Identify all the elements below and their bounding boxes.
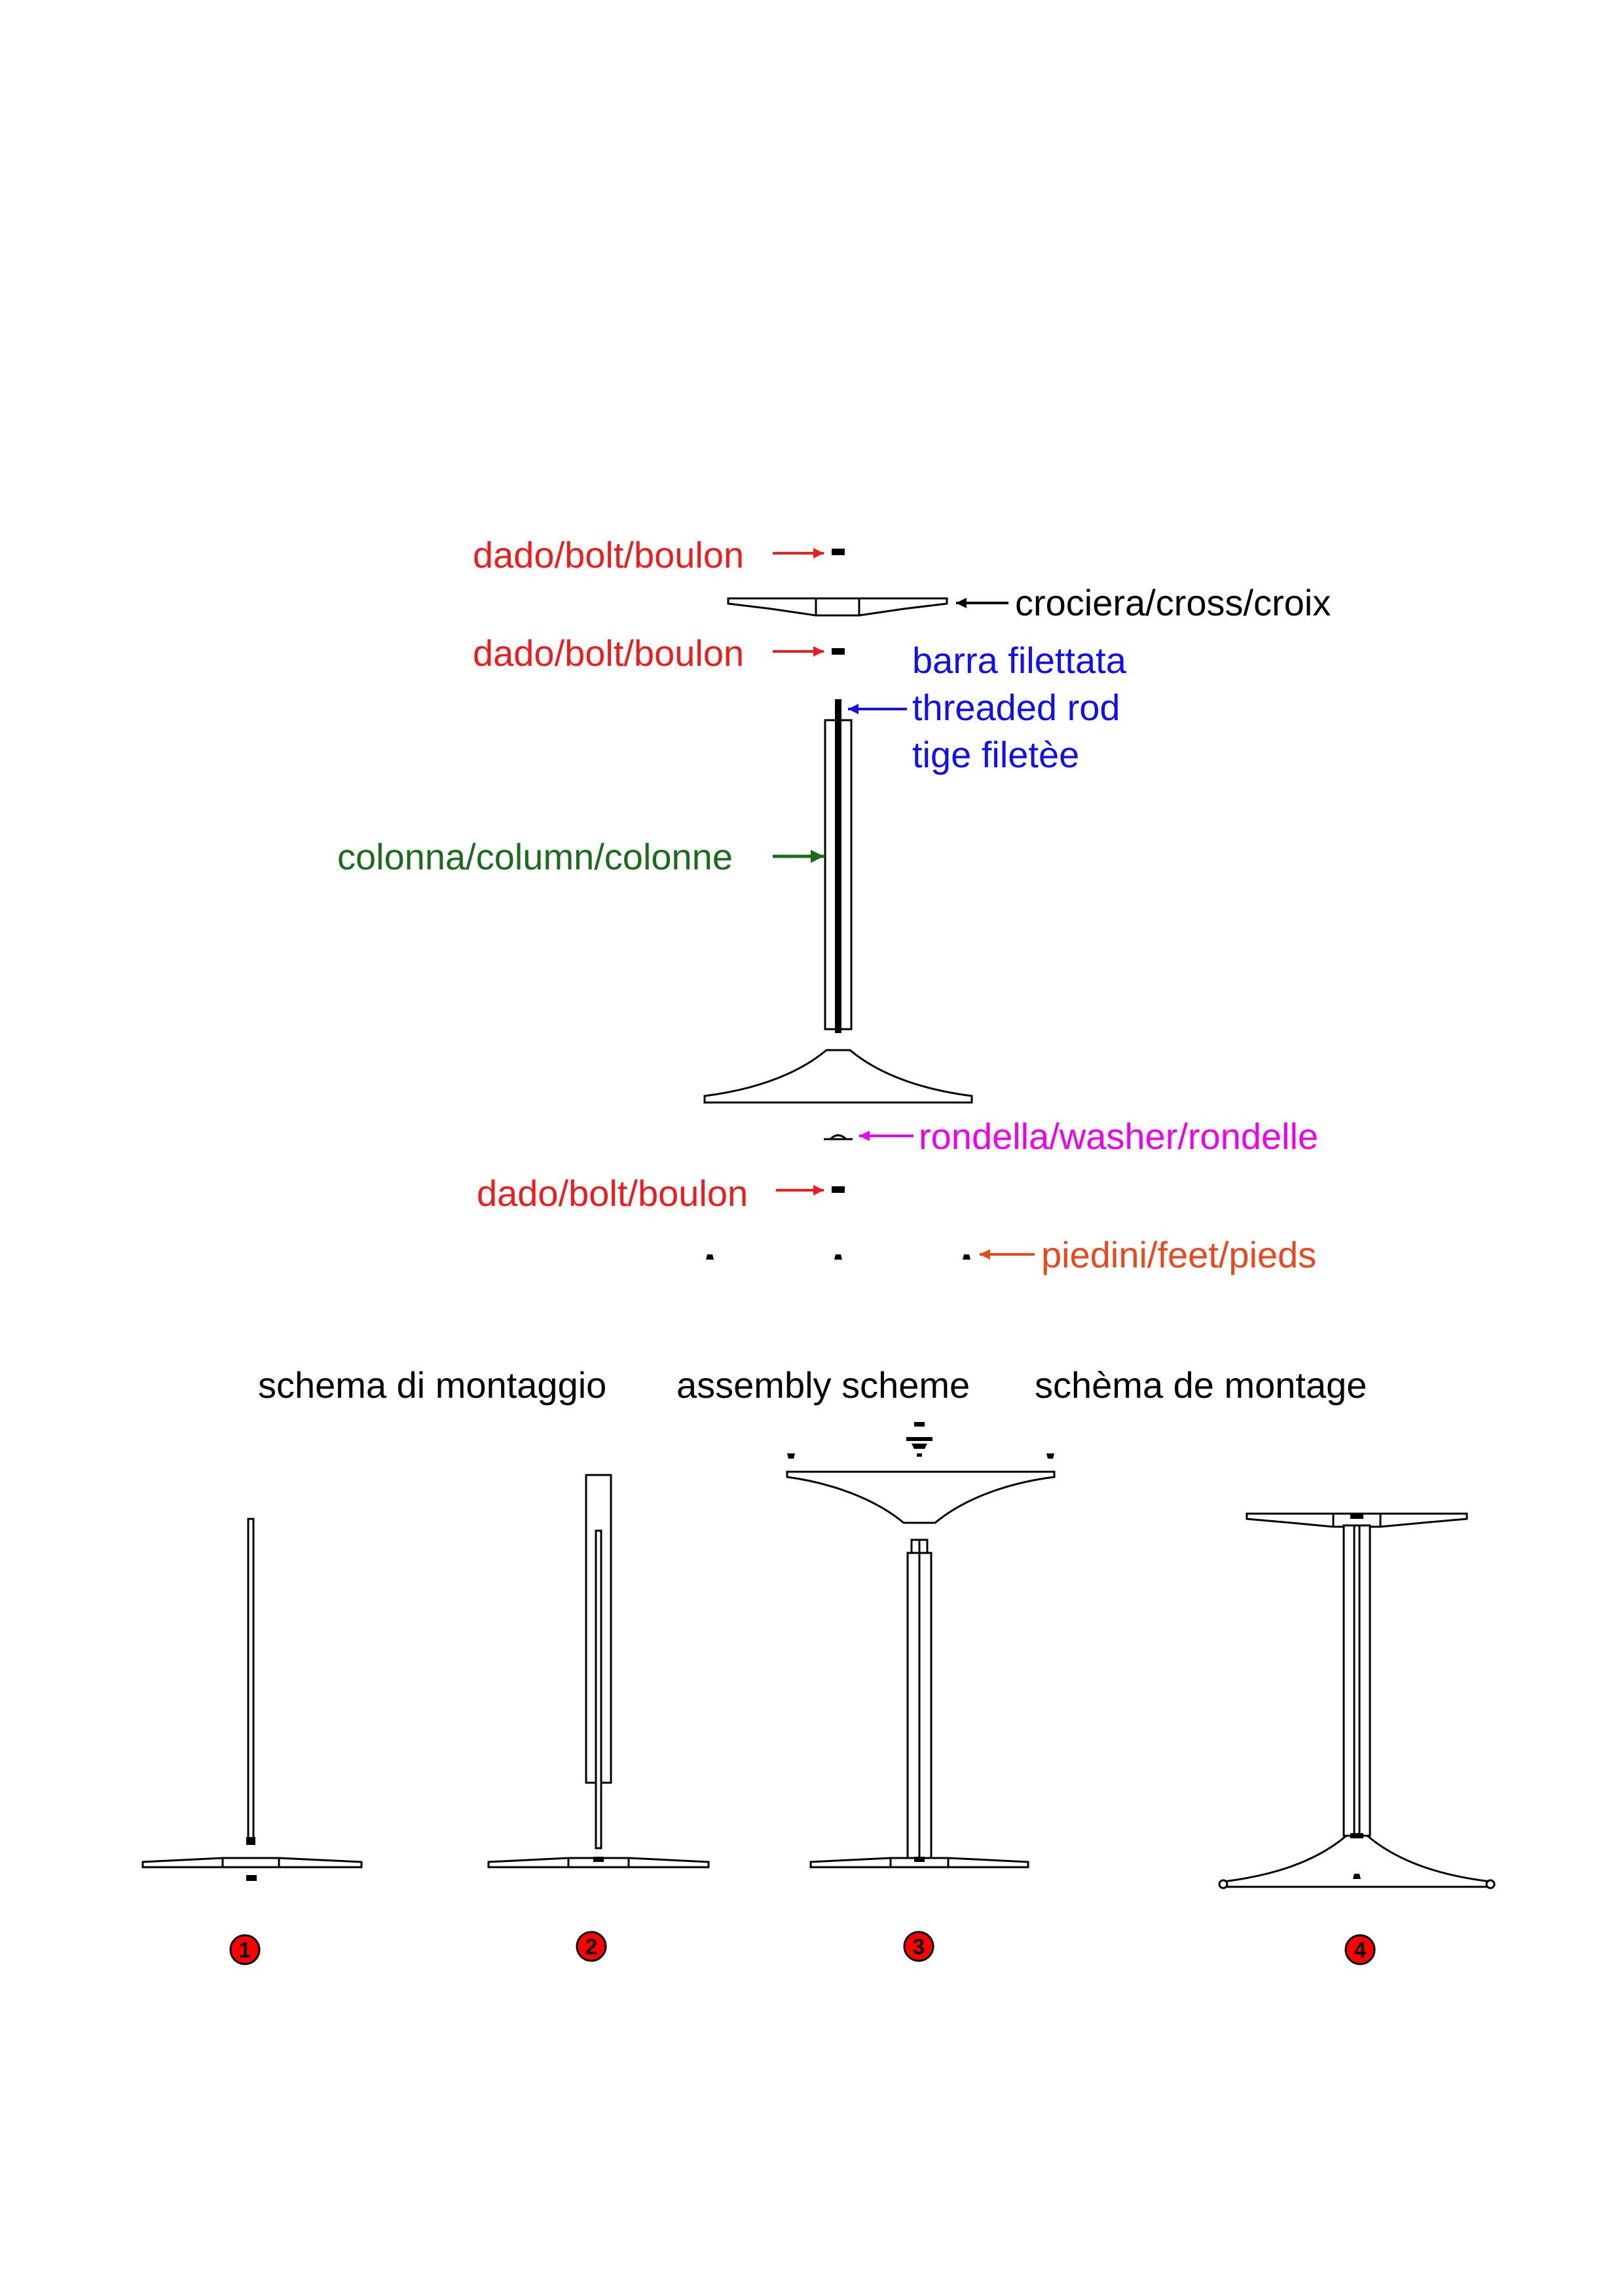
step-2-number: 2: [585, 1935, 598, 1959]
assembly-title: schema di montaggio assembly scheme schè…: [258, 1364, 1367, 1406]
step-badge-4: 4: [1344, 1934, 1376, 1965]
middle-bolt-part: [832, 648, 845, 655]
foot-part-center: [834, 1254, 842, 1260]
feet-label: piedini/feet/pieds: [1041, 1234, 1316, 1275]
top-bolt-label: dado/bolt/boulon: [473, 534, 744, 575]
threaded-rod-part: [835, 699, 841, 1033]
cross-part: [727, 597, 948, 617]
step-1-drawing: [141, 1518, 363, 1881]
assembly-title-fr: schèma de montage: [1035, 1364, 1367, 1406]
step-badge-1: 1: [229, 1934, 261, 1965]
step-badge-2: 2: [576, 1931, 607, 1962]
step-1-number: 1: [239, 1938, 251, 1963]
bottom-bolt-part: [832, 1186, 845, 1193]
foot-part-right: [963, 1254, 970, 1260]
rod-label-line3: tige filetèe: [912, 734, 1079, 775]
middle-bolt-label: dado/bolt/boulon: [473, 632, 744, 674]
step-3-drawing: [786, 1422, 1056, 1868]
step-2-circle: [576, 1931, 607, 1962]
step-4-number: 4: [1354, 1938, 1367, 1963]
washer-part: [824, 1134, 853, 1140]
step-4-drawing: [1218, 1512, 1496, 1889]
step-4-circle: [1344, 1934, 1376, 1965]
step-3-base-inverted: [786, 1470, 1056, 1524]
step-1-circle: [229, 1934, 261, 1965]
assembly-title-it: schema di montaggio: [258, 1364, 606, 1406]
bottom-bolt-label: dado/bolt/boulon: [477, 1173, 748, 1214]
assembly-title-en: assembly scheme: [676, 1364, 970, 1406]
exploded-view: dado/bolt/boulon crociera/cross/croix da…: [337, 534, 1331, 1275]
step-badge-3: 3: [903, 1931, 934, 1962]
step-2-drawing: [487, 1474, 710, 1868]
washer-label: rondella/washer/rondelle: [919, 1116, 1318, 1157]
rod-label-line1: barra filettata: [912, 640, 1127, 681]
foot-part-left: [706, 1254, 714, 1260]
cross-label: crociera/cross/croix: [1015, 582, 1331, 623]
top-bolt-part: [832, 549, 845, 555]
column-label: colonna/column/colonne: [337, 836, 733, 877]
rod-label-line2: threaded rod: [912, 687, 1120, 728]
step-3-number: 3: [913, 1935, 925, 1959]
step-3-circle: [903, 1931, 934, 1962]
base-part: [703, 1049, 973, 1104]
